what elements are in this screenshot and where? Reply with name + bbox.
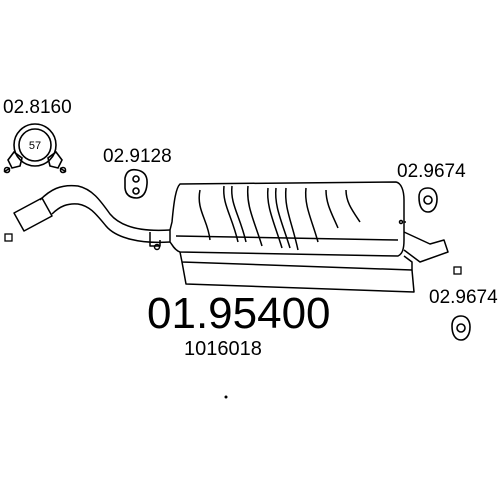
clamp-ref-label: 02.8160 xyxy=(3,97,72,118)
ring-mount-upper-ref-label: 02.9674 xyxy=(397,161,466,182)
ring-mount-lower-ref-label: 02.9674 xyxy=(429,287,498,308)
inlet-pipe-icon xyxy=(13,184,171,251)
clamp-size-label: 57 xyxy=(29,140,41,152)
part-number-label: 01.95400 xyxy=(147,289,331,338)
clamp-icon xyxy=(3,123,67,174)
ring-mount-upper-icon xyxy=(418,187,438,213)
dot-mark xyxy=(224,395,228,399)
rubber-mount-icon xyxy=(124,168,148,199)
marker-square-icon xyxy=(4,233,13,242)
rubber-mount-ref-label: 02.9128 xyxy=(103,146,172,167)
ring-mount-lower-icon xyxy=(451,315,471,341)
marker-square-icon xyxy=(453,266,462,275)
oe-number-label: 1016018 xyxy=(184,338,262,360)
silencer-icon xyxy=(169,181,449,293)
